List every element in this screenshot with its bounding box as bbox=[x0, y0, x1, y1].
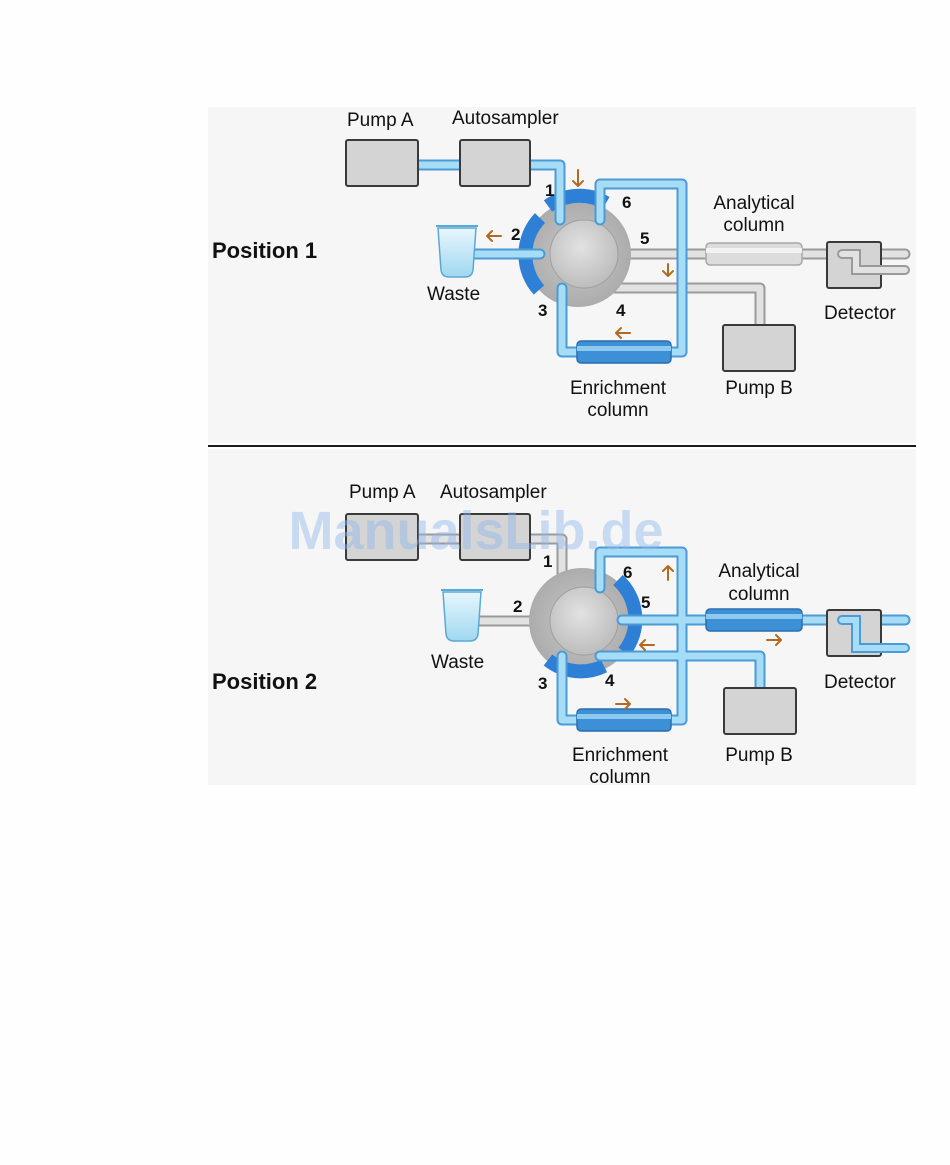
analytical-column-label-line2: column bbox=[723, 215, 784, 236]
waste-beaker-icon bbox=[436, 226, 478, 277]
panel-position-1: 1 2 3 4 5 6 Pump A Autosampler Waste Ana… bbox=[208, 107, 916, 443]
port-6-label: 6 bbox=[623, 563, 632, 582]
port-5-label: 5 bbox=[641, 593, 650, 612]
autosampler-box bbox=[460, 140, 530, 186]
pump-a-box bbox=[346, 140, 418, 186]
autosampler-label: Autosampler bbox=[452, 108, 559, 129]
port-5-label: 5 bbox=[640, 229, 649, 248]
pump-b-label: Pump B bbox=[725, 378, 793, 399]
waste-label: Waste bbox=[427, 284, 480, 305]
enrichment-column-label-line1: Enrichment bbox=[572, 745, 669, 766]
pump-b-label: Pump B bbox=[725, 745, 793, 766]
enrichment-column-label-line2: column bbox=[587, 400, 648, 421]
position-1-title: Position 1 bbox=[212, 238, 317, 263]
port-3-label: 3 bbox=[538, 301, 547, 320]
port-4-label: 4 bbox=[605, 671, 615, 690]
position-2-title: Position 2 bbox=[212, 669, 317, 694]
pump-b-box bbox=[723, 325, 795, 371]
pump-a-label: Pump A bbox=[347, 110, 414, 131]
enrichment-column-label-line1: Enrichment bbox=[570, 378, 667, 399]
enrichment-column-label-line2: column bbox=[589, 767, 650, 788]
port-6-label: 6 bbox=[622, 193, 631, 212]
analytical-column bbox=[706, 243, 802, 265]
port-3-label: 3 bbox=[538, 674, 547, 693]
panel-position-2: 1 2 3 4 5 6 Pump A Autosampler Waste Ana… bbox=[208, 449, 916, 788]
autosampler-label: Autosampler bbox=[440, 482, 547, 503]
pump-b-box bbox=[724, 688, 796, 734]
port-4-label: 4 bbox=[616, 301, 626, 320]
analytical-column bbox=[706, 609, 802, 631]
analytical-column-label-line1: Analytical bbox=[718, 561, 799, 582]
port-2-label: 2 bbox=[511, 225, 520, 244]
waste-label: Waste bbox=[431, 652, 484, 673]
enrichment-column bbox=[577, 709, 671, 731]
port-1-label: 1 bbox=[545, 181, 554, 200]
detector-label: Detector bbox=[824, 303, 896, 324]
waste-beaker-icon bbox=[441, 590, 483, 641]
enrichment-column bbox=[577, 341, 671, 363]
port-2-label: 2 bbox=[513, 597, 522, 616]
pump-a-label: Pump A bbox=[349, 482, 416, 503]
watermark-text: ManualsLib.de bbox=[288, 501, 663, 561]
analytical-column-label-line2: column bbox=[728, 584, 789, 605]
valve-rotor bbox=[550, 587, 618, 655]
detector-label: Detector bbox=[824, 672, 896, 693]
analytical-column-label-line1: Analytical bbox=[713, 193, 794, 214]
valve-rotor bbox=[550, 220, 618, 288]
